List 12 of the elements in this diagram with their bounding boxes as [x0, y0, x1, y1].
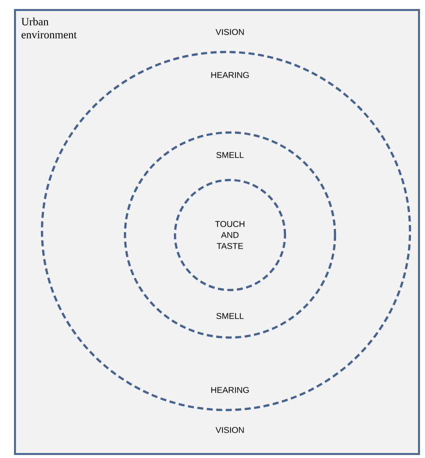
sense-label: SMELL: [216, 152, 244, 158]
panel-frame: [14, 9, 420, 455]
dashed-ring: [40, 50, 412, 412]
sense-label: TOUCH AND TASTE: [215, 221, 244, 249]
dashed-ring: [124, 131, 336, 339]
area-label: Urban environment: [21, 18, 77, 38]
sense-label: VISION: [216, 427, 244, 433]
sense-label: VISION: [216, 29, 244, 35]
dashed-ring: [174, 178, 286, 292]
sense-label: HEARING: [211, 72, 249, 78]
sense-label: HEARING: [211, 387, 249, 393]
sense-label: SMELL: [216, 313, 244, 319]
